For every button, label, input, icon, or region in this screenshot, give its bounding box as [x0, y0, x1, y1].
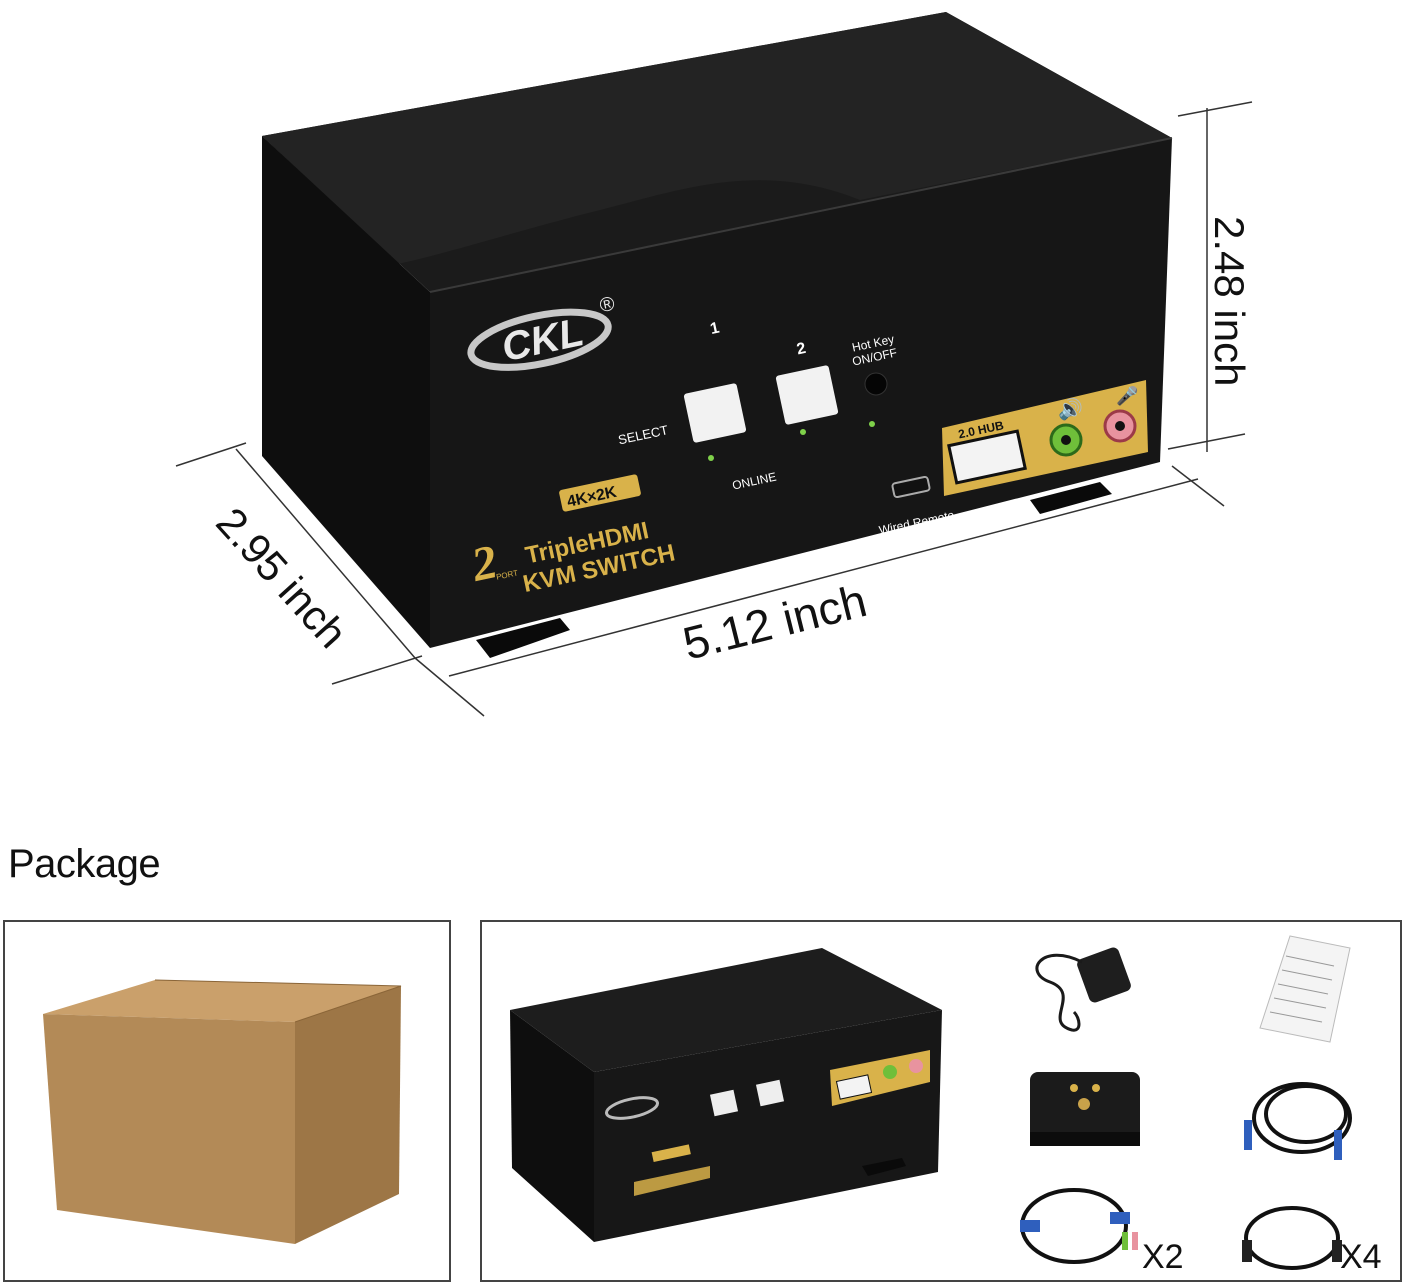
height-label: 2.48 inch — [1206, 216, 1253, 386]
online-led-1 — [708, 455, 714, 461]
kvm-switch-thumbnail — [510, 948, 942, 1242]
port-2-number: 2 — [795, 340, 807, 358]
wired-remote-image — [1030, 1072, 1140, 1146]
cardboard-box-image — [43, 979, 402, 1244]
hotkey-toggle-button[interactable] — [864, 372, 888, 396]
speaker-icon: 🔊 — [1058, 397, 1083, 421]
depth-dimension — [175, 442, 485, 717]
usb-cable-image — [1242, 1206, 1342, 1270]
box-panel — [3, 920, 451, 1282]
hotkey-led — [869, 421, 875, 427]
kvm-switch-device: CKL ® 1 2 SELECT Hot Key ON/OFF ONLINE W… — [262, 12, 1173, 658]
package-contents: X2 X4 — [510, 935, 1382, 1276]
registered-mark: ® — [598, 293, 617, 318]
product-dimension-diagram: 2.48 inch 2.95 inch 5.12 inch CKL ® 1 2 … — [175, 12, 1253, 717]
power-adapter-image — [1035, 947, 1131, 1032]
kvm-cable-set-image — [1020, 1188, 1138, 1264]
port-1-number: 1 — [709, 320, 721, 338]
package-title: Package — [8, 842, 161, 886]
width-label: 5.12 inch — [678, 574, 872, 670]
usb-cable-quantity: X4 — [1340, 1238, 1382, 1276]
user-manual-image — [1259, 935, 1351, 1043]
port-2-select-button[interactable] — [775, 365, 839, 425]
usb-hub-port[interactable] — [947, 429, 1027, 485]
width-dimension — [448, 465, 1225, 677]
hdmi-cable-image — [1244, 1082, 1352, 1160]
wired-remote-port[interactable] — [891, 475, 931, 499]
cable-set-quantity: X2 — [1142, 1238, 1184, 1276]
height-dimension — [1167, 101, 1253, 452]
contents-panel: X2 X4 — [480, 920, 1402, 1282]
online-led-2 — [800, 429, 806, 435]
port-1-select-button[interactable] — [683, 383, 747, 443]
microphone-icon: 🎤 — [1116, 385, 1138, 406]
